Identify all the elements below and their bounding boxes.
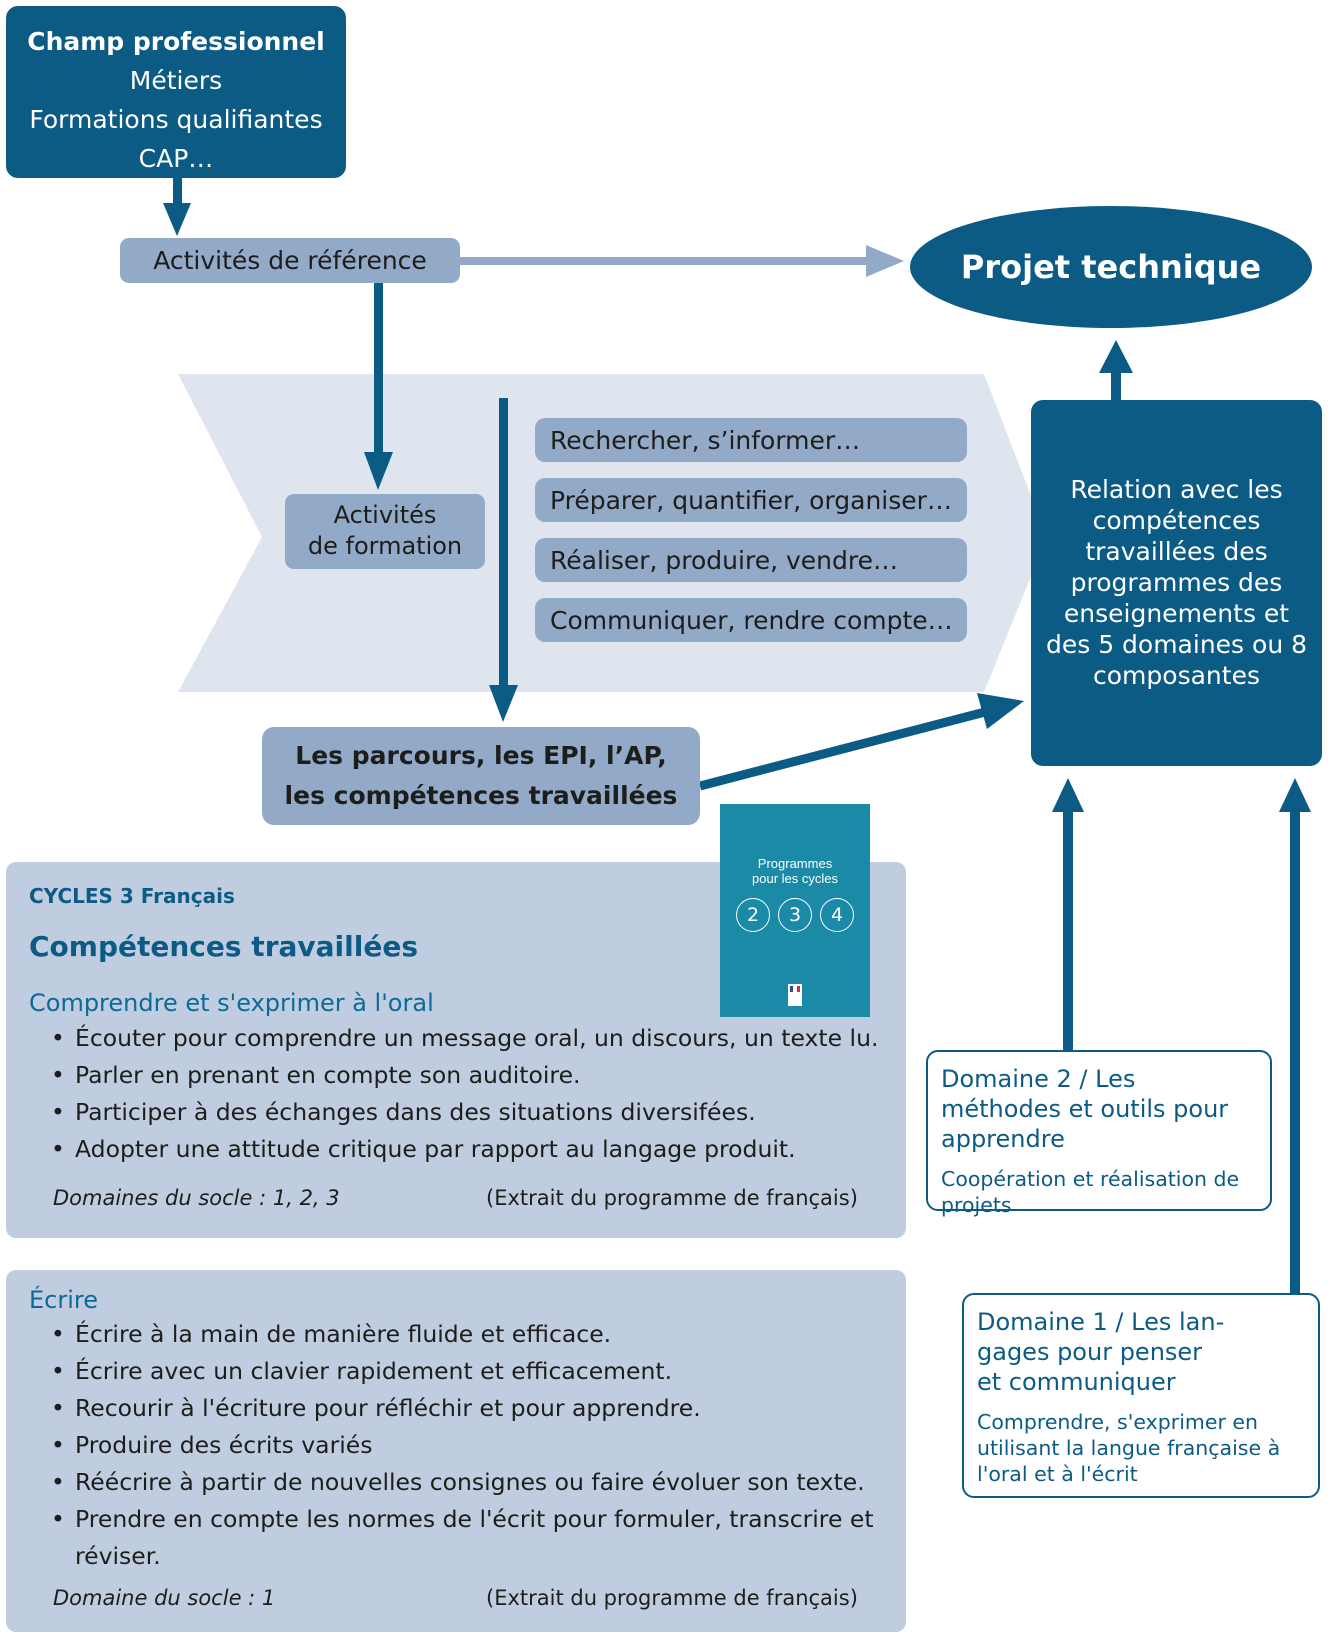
extrait-programme-label: (Extrait du programme de français): [486, 1586, 858, 1610]
cover-title-line1: Programmes: [757, 856, 833, 871]
relation-competences-box: Relation avec les compétences travaillée…: [1031, 400, 1322, 766]
activites-reference-box: Activités de référence: [120, 238, 460, 283]
parcours-line2: les compétences travaillées: [284, 781, 678, 810]
list-item: Produire des écrits variés: [51, 1427, 925, 1464]
arrow-parcours-to-relation: [698, 707, 987, 791]
activites-formation-line1: Activités: [333, 501, 437, 529]
cover-title-line2: pour les cycles: [752, 871, 838, 886]
arrow-parcours-to-relation-head: [977, 693, 1024, 729]
arrow-champ-to-reference: [173, 178, 182, 206]
cover-cycle-circle: 2: [736, 898, 770, 932]
parcours-line1: Les parcours, les EPI, l’AP,: [295, 741, 667, 770]
list-item: Parler en prenant en compte son auditoir…: [51, 1057, 925, 1094]
arrow-champ-to-reference-head: [163, 203, 191, 236]
competences-heading: Compétences travaillées: [29, 930, 418, 963]
arrow-reference-to-formation: [374, 283, 383, 455]
list-item: Recourir à l'écriture pour réfléchir et …: [51, 1390, 925, 1427]
arrow-activities-to-parcours: [499, 398, 508, 688]
arrow-relation-to-projet: [1111, 368, 1121, 400]
competences-ecrire-panel: Écrire Écrire à la main de manière fluid…: [6, 1270, 906, 1632]
arrow-reference-to-projet-head: [866, 245, 904, 277]
arrow-domaine2-to-relation: [1063, 810, 1073, 1050]
domaines-socle-label: Domaines du socle : 1, 2, 3: [53, 1186, 340, 1210]
domaine-1-box: Domaine 1 / Les lan-gages pour penser et…: [962, 1293, 1320, 1498]
domaine-2-heading: Domaine 2 / Les méthodes et outils pour …: [941, 1065, 1229, 1153]
cover-cycle-circles: 2 3 4: [720, 898, 870, 932]
arrow-domaine2-to-relation-head: [1052, 778, 1084, 812]
cover-cycle-circle: 3: [778, 898, 812, 932]
domaine-2-box: Domaine 2 / Les méthodes et outils pour …: [926, 1050, 1272, 1217]
champ-professionnel-box: Champ professionnel Métiers Formations q…: [6, 6, 346, 178]
domaine-2-detail: Coopération et réalisation de projets: [941, 1167, 1240, 1217]
parcours-epi-ap-box: Les parcours, les EPI, l’AP, les compéte…: [262, 727, 700, 825]
cycle-label: CYCLES 3 Français: [29, 884, 235, 908]
activity-item: Rechercher, s’informer…: [535, 418, 967, 462]
oral-competence-list: Écouter pour comprendre un message oral,…: [51, 1020, 925, 1168]
domaine-1-heading: Domaine 1 / Les lan-gages pour penser et…: [977, 1308, 1225, 1396]
champ-title: Champ professionnel: [27, 27, 325, 56]
list-item: Écrire à la main de manière fluide et ef…: [51, 1316, 925, 1353]
arrow-relation-to-projet-head: [1099, 340, 1133, 373]
extrait-programme-label: (Extrait du programme de français): [486, 1186, 858, 1210]
republique-logo-icon: [788, 984, 802, 1006]
ecrire-competence-list: Écrire à la main de manière fluide et ef…: [51, 1316, 925, 1575]
champ-line-formations: Formations qualifiantes: [29, 105, 323, 134]
champ-line-cap: CAP…: [138, 144, 214, 173]
arrow-activities-to-parcours-head: [489, 685, 518, 722]
arrow-reference-to-projet: [460, 257, 870, 265]
list-item: Réécrire à partir de nouvelles consignes…: [51, 1464, 925, 1501]
ecrire-subheading: Écrire: [29, 1286, 98, 1314]
cover-title: Programmes pour les cycles: [720, 856, 870, 886]
activites-formation-box: Activités de formation: [285, 494, 485, 569]
arrow-reference-to-formation-head: [364, 452, 393, 490]
activity-item: Réaliser, produire, vendre…: [535, 538, 967, 582]
champ-line-metiers: Métiers: [129, 66, 223, 95]
list-item: Adopter une attitude critique par rappor…: [51, 1131, 925, 1168]
activites-formation-line2: de formation: [307, 532, 463, 560]
activity-item: Communiquer, rendre compte…: [535, 598, 967, 642]
list-item: Prendre en compte les normes de l'écrit …: [51, 1501, 875, 1575]
domaine-1-detail: Comprendre, s'exprimer en utilisant la l…: [977, 1410, 1281, 1486]
programmes-cycles-cover: Programmes pour les cycles 2 3 4: [720, 804, 870, 1017]
arrow-domaine1-to-relation-head: [1279, 778, 1311, 812]
domaine-socle-label: Domaine du socle : 1: [53, 1586, 276, 1610]
list-item: Écouter pour comprendre un message oral,…: [51, 1020, 925, 1057]
projet-technique-ellipse: Projet technique: [910, 206, 1312, 328]
list-item: Participer à des échanges dans des situa…: [51, 1094, 925, 1131]
list-item: Écrire avec un clavier rapidement et eff…: [51, 1353, 925, 1390]
oral-subheading: Comprendre et s'exprimer à l'oral: [29, 989, 434, 1017]
activity-item: Préparer, quantifier, organiser…: [535, 478, 967, 522]
cover-cycle-circle: 4: [820, 898, 854, 932]
arrow-domaine1-to-relation: [1290, 810, 1300, 1293]
